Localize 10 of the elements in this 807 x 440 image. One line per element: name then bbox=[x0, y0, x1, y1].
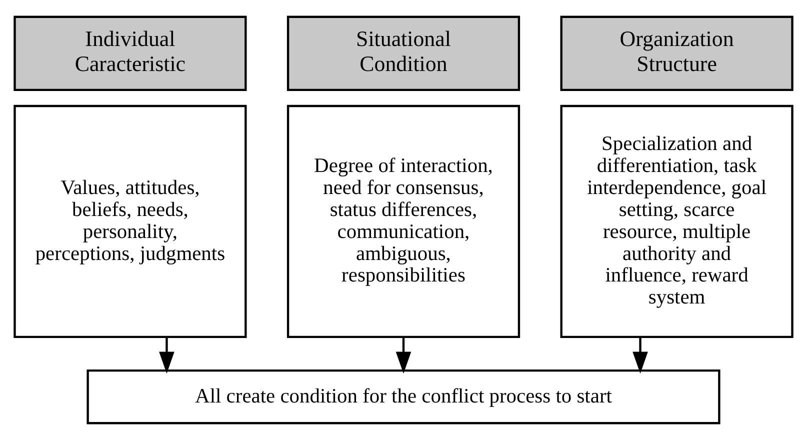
node-box: All create condition for the conflict process to start bbox=[86, 369, 720, 424]
node-box: Values, attitudes, beliefs, needs, personality, perceptions, judgments bbox=[14, 104, 247, 338]
arrow bbox=[159, 336, 174, 374]
node-box: Degree of interaction, need for consensus, status differences, communication, ambiguous, responsibilities bbox=[286, 104, 520, 338]
node-box: Organization Structure bbox=[560, 16, 794, 92]
node-box: Individual Caracteristic bbox=[14, 16, 247, 92]
node-box: Situational Condition bbox=[286, 16, 520, 92]
node-box: Specialization and differentiation, task interdependence, goal setting, scarce resource, multiple authority and influence, reward system bbox=[560, 104, 794, 338]
arrow bbox=[632, 336, 648, 374]
arrow bbox=[396, 336, 412, 374]
